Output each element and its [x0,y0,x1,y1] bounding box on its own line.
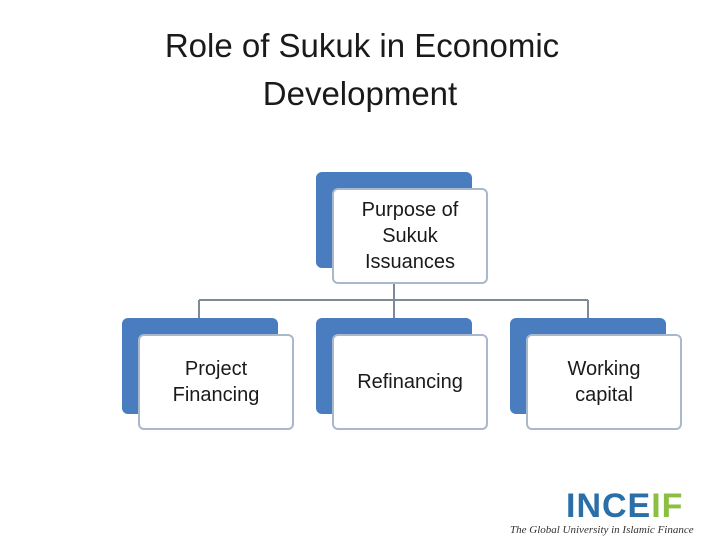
slide-title-line-1: Role of Sukuk in Economic [164,27,560,64]
slide-title: Role of Sukuk in Economic Development [0,22,720,118]
logo-wordmark: INCEIF [566,488,683,524]
inceif-logo: INCEIF The Global University in Islamic … [510,488,710,536]
logo-tagline: The Global University in Islamic Finance [510,524,694,536]
node-label: Working capital [526,334,682,430]
slide-title-line-2: Development [262,75,458,112]
node-label: Purpose of Sukuk Issuances [332,188,488,284]
node-label: Refinancing [332,334,488,430]
logo-wordmark-part-2: IF [651,487,684,525]
logo-wordmark-part-1: INCE [566,487,652,525]
node-label: Project Financing [138,334,294,430]
